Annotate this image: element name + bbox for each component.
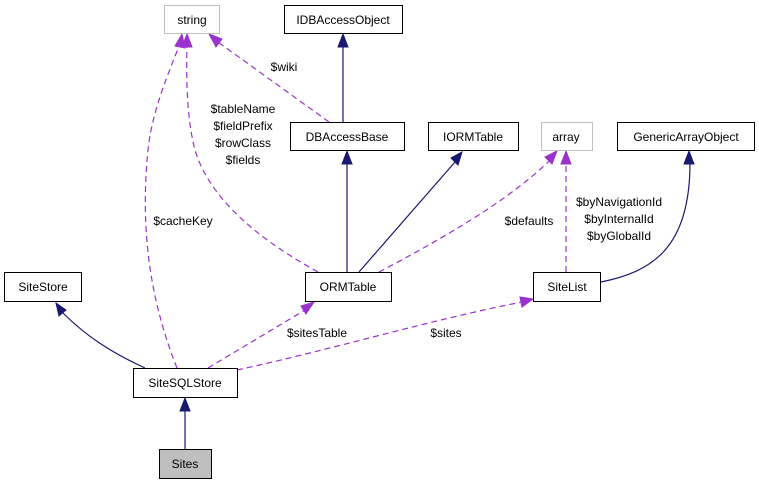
node-label-genericarrayobject: GenericArrayObject	[633, 130, 739, 144]
edge-label-fieldprefix: $fieldPrefix	[213, 119, 272, 133]
node-iormtable[interactable]: IORMTable	[428, 122, 519, 151]
arrowhead-ormtable	[300, 301, 316, 315]
arrowhead-iormtable	[450, 150, 463, 166]
node-sitestore[interactable]: SiteStore	[4, 272, 82, 302]
node-label-ormtable: ORMTable	[320, 280, 377, 294]
edge-label-byglobalid: $byGlobalId	[587, 229, 651, 243]
node-label-sitesqlstore: SiteSQLStore	[148, 376, 222, 390]
arrowhead-idbaccessobject	[337, 32, 349, 48]
node-label-sites: Sites	[172, 457, 199, 471]
edge-sitesqlstore-to-string	[144, 45, 180, 369]
node-sitesqlstore[interactable]: SiteSQLStore	[133, 368, 238, 398]
node-array[interactable]: array	[541, 122, 593, 151]
edge-label-fields: $fields	[226, 153, 261, 167]
edge-label-sites: $sites	[430, 326, 461, 340]
arrowhead-sitesqlstore	[179, 396, 191, 412]
edge-ormtable-to-iormtable	[358, 161, 456, 273]
node-dbaccessbase[interactable]: DBAccessBase	[290, 122, 405, 151]
edge-label-cachekey: $cacheKey	[153, 214, 212, 228]
arrowhead-dbaccessbase	[341, 149, 353, 165]
edge-sitesqlstore-to-ormtable	[207, 309, 306, 369]
node-label-array: array	[552, 130, 579, 144]
arrowhead-array-sitelist	[560, 149, 572, 165]
edge-label-tablename: $tableName	[211, 102, 276, 116]
arrowhead-string-cachekey	[174, 32, 186, 49]
edge-label-wiki: $wiki	[271, 60, 298, 74]
node-genericarrayobject[interactable]: GenericArrayObject	[617, 122, 755, 151]
node-label-sitelist: SiteList	[547, 280, 587, 294]
edge-label-defaults: $defaults	[505, 214, 554, 228]
node-label-iormtable: IORMTable	[443, 130, 503, 144]
edge-label-byinternalid: $byInternalId	[584, 212, 653, 226]
arrowhead-array-defaults	[544, 149, 558, 165]
node-label-idbaccessobject: IDBAccessObject	[296, 13, 390, 27]
arrowhead-sitelist	[519, 296, 535, 308]
edge-sitelist-to-genericarrayobject	[600, 162, 691, 283]
node-label-string: string	[177, 13, 206, 27]
edge-label-bynavigationid: $byNavigationId	[576, 195, 662, 209]
node-sitelist[interactable]: SiteList	[533, 272, 601, 302]
node-string[interactable]: string	[164, 5, 220, 34]
arrowhead-string-wiki	[207, 33, 223, 48]
arrowhead-sitestore	[55, 301, 67, 317]
edge-ormtable-to-array	[378, 159, 551, 273]
arrowhead-genericarrayobject	[683, 149, 695, 165]
edge-label-rowclass: $rowClass	[215, 136, 271, 150]
edge-sitesqlstore-to-sitestore	[62, 312, 146, 369]
node-label-sitestore: SiteStore	[18, 280, 68, 294]
edge-sitesqlstore-to-sitelist	[236, 301, 523, 371]
edge-dbaccessbase-to-string	[217, 41, 330, 123]
node-sites: Sites	[159, 449, 212, 479]
edge-label-sitestable: $sitesTable	[287, 326, 347, 340]
node-idbaccessobject[interactable]: IDBAccessObject	[284, 5, 403, 34]
node-label-dbaccessbase: DBAccessBase	[306, 130, 389, 144]
edge-ormtable-to-string	[186, 45, 319, 273]
node-ormtable[interactable]: ORMTable	[305, 272, 392, 302]
